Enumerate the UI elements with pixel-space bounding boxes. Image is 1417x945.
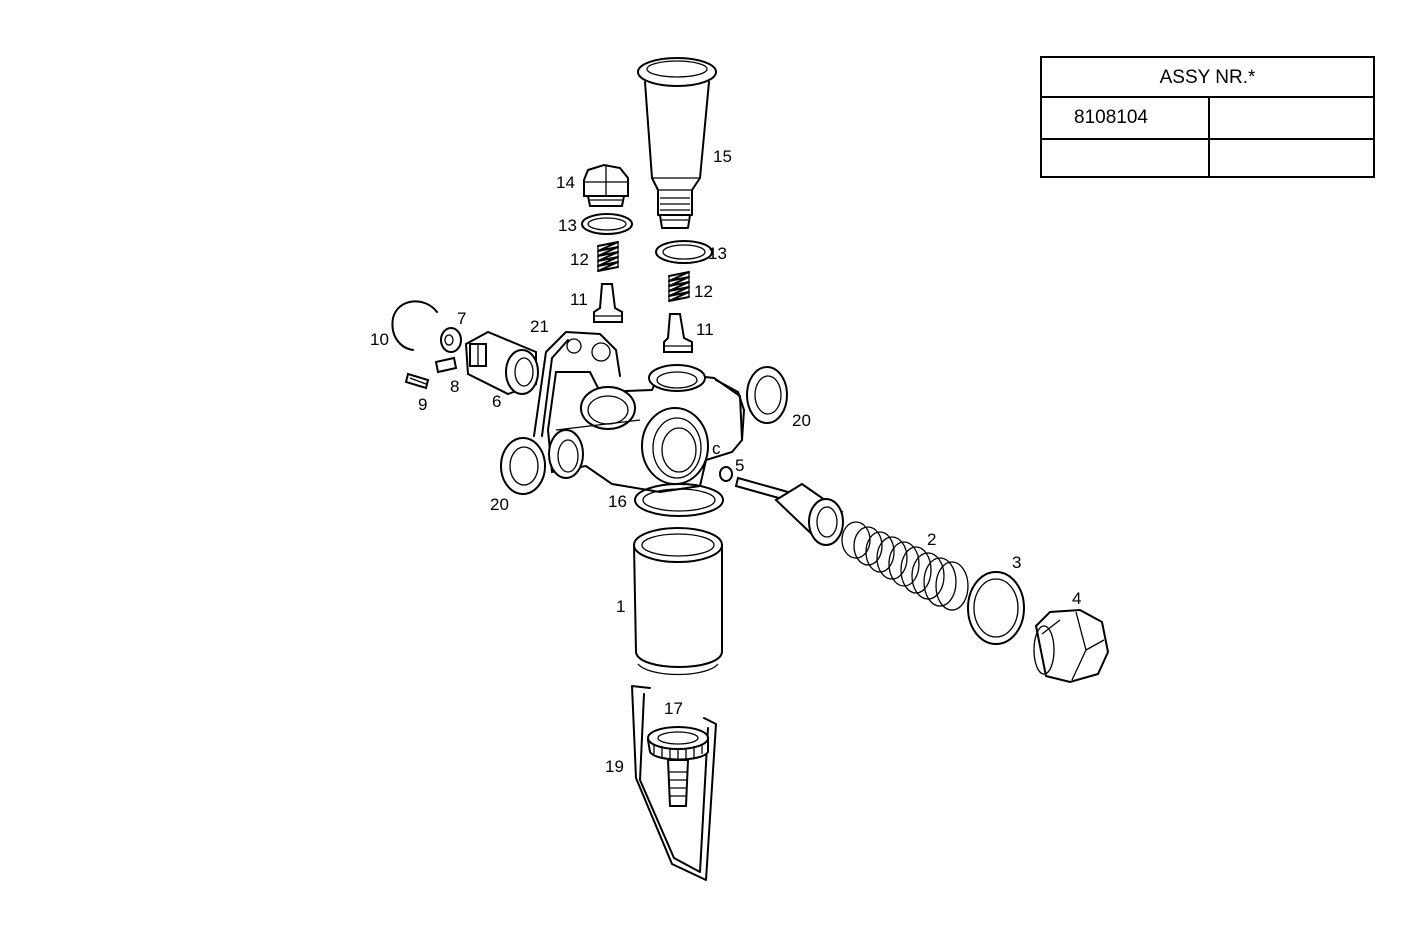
callout-17: 17 — [664, 699, 683, 718]
part-16-sealing-ring — [634, 483, 724, 517]
assy-table-header: ASSY NR.* — [1042, 58, 1373, 98]
callout-6: 6 — [492, 392, 501, 411]
callout-1: 1 — [616, 597, 625, 616]
part-21-bracket — [533, 331, 621, 437]
part-15-primer-cylinder — [637, 57, 717, 229]
callout-16: 16 — [608, 492, 627, 511]
callout-19: 19 — [605, 757, 624, 776]
part-19-wire-clamp — [631, 685, 717, 881]
part-17-knurled-nut — [646, 726, 709, 807]
part-13-o-ring-right — [655, 240, 713, 264]
callout-12-right: 12 — [694, 282, 713, 301]
part-4-cap-nut — [1033, 608, 1110, 684]
assy-empty-cell — [1042, 138, 1210, 176]
part-11-valve-left — [593, 283, 623, 323]
part-14-hex-cap — [583, 163, 629, 207]
callout-7: 7 — [457, 309, 466, 328]
callout-9: 9 — [418, 395, 427, 414]
callout-2: 2 — [927, 530, 936, 549]
callout-14: 14 — [556, 173, 575, 192]
assy-empty-cell — [1210, 138, 1373, 176]
part-6-plunger — [464, 330, 539, 396]
callout-20-right: 20 — [792, 411, 811, 430]
callout-11-right: 11 — [696, 320, 714, 339]
callout-10: 10 — [370, 330, 389, 349]
callout-4: 4 — [1072, 589, 1081, 608]
callout-20-left: 20 — [490, 495, 509, 514]
part-1-filter-bowl — [632, 527, 723, 676]
part-13-o-ring-left — [581, 213, 633, 235]
part-12-spring-left — [597, 241, 619, 272]
assembly-number-table: ASSY NR.* 8108104 — [1040, 56, 1375, 178]
part-2-spring — [841, 521, 969, 611]
part-10-circlip — [391, 300, 438, 351]
pump-body: c — [546, 364, 745, 494]
part-2-piston-and-rod — [734, 476, 844, 546]
callout-8: 8 — [450, 377, 459, 396]
part-3-washer — [967, 571, 1025, 645]
callout-21: 21 — [530, 317, 549, 336]
part-7-bushing — [440, 327, 462, 353]
body-mark: c — [712, 439, 721, 458]
part-20-washer-left — [500, 437, 546, 495]
callout-13-left: 13 — [558, 216, 577, 235]
part-8-pin — [434, 356, 458, 374]
part-12-spring-right — [668, 271, 690, 302]
assy-number-cell: 8108104 — [1042, 98, 1210, 138]
callout-11-left: 11 — [570, 290, 588, 309]
part-20-washer-right — [746, 366, 788, 424]
part-9-key — [404, 372, 430, 390]
callout-3: 3 — [1012, 553, 1021, 572]
callout-12-left: 12 — [570, 250, 589, 269]
callout-5: 5 — [735, 456, 744, 475]
part-11-valve-right — [663, 313, 693, 353]
callout-labels: 1 2 3 4 5 6 7 8 9 10 11 11 12 12 13 13 1… — [370, 147, 1081, 776]
callout-15: 15 — [713, 147, 732, 166]
callout-13-right: 13 — [708, 244, 727, 263]
part-5-small-o-ring — [719, 466, 733, 482]
